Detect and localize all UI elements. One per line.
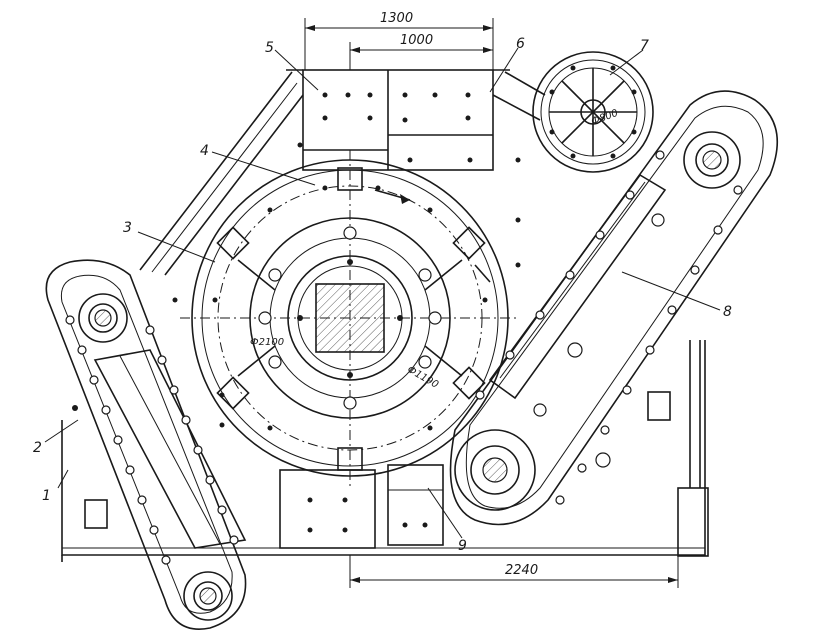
dim-bottom: 2240 xyxy=(505,563,538,578)
callout-9: 9 xyxy=(458,538,467,554)
callout-3: 3 xyxy=(123,220,132,236)
callout-1: 1 xyxy=(42,488,51,504)
lower-plates xyxy=(72,297,671,549)
dim-rotor-dia: Ф2100 xyxy=(250,337,284,348)
drum-7 xyxy=(532,51,654,173)
hopper-bolts xyxy=(297,92,521,268)
callout-4: 4 xyxy=(200,143,209,159)
rotor-hammers xyxy=(216,167,486,471)
callout-8: 8 xyxy=(723,304,732,320)
callout-leaders xyxy=(44,47,721,539)
feed-hopper xyxy=(139,69,546,276)
dim-top-inner: 1000 xyxy=(400,33,433,48)
callout-7: 7 xyxy=(640,38,649,54)
dim-top-outer: 1300 xyxy=(380,11,413,26)
callout-5: 5 xyxy=(265,40,274,56)
callout-2: 2 xyxy=(33,440,42,456)
left-conveyor xyxy=(45,259,247,630)
right-conveyor xyxy=(449,90,778,526)
housing-frame xyxy=(61,340,709,562)
rotor-bolts xyxy=(212,185,488,431)
callout-6: 6 xyxy=(516,36,525,52)
rotation-arrows xyxy=(374,189,491,283)
dimension-lines xyxy=(304,18,679,588)
